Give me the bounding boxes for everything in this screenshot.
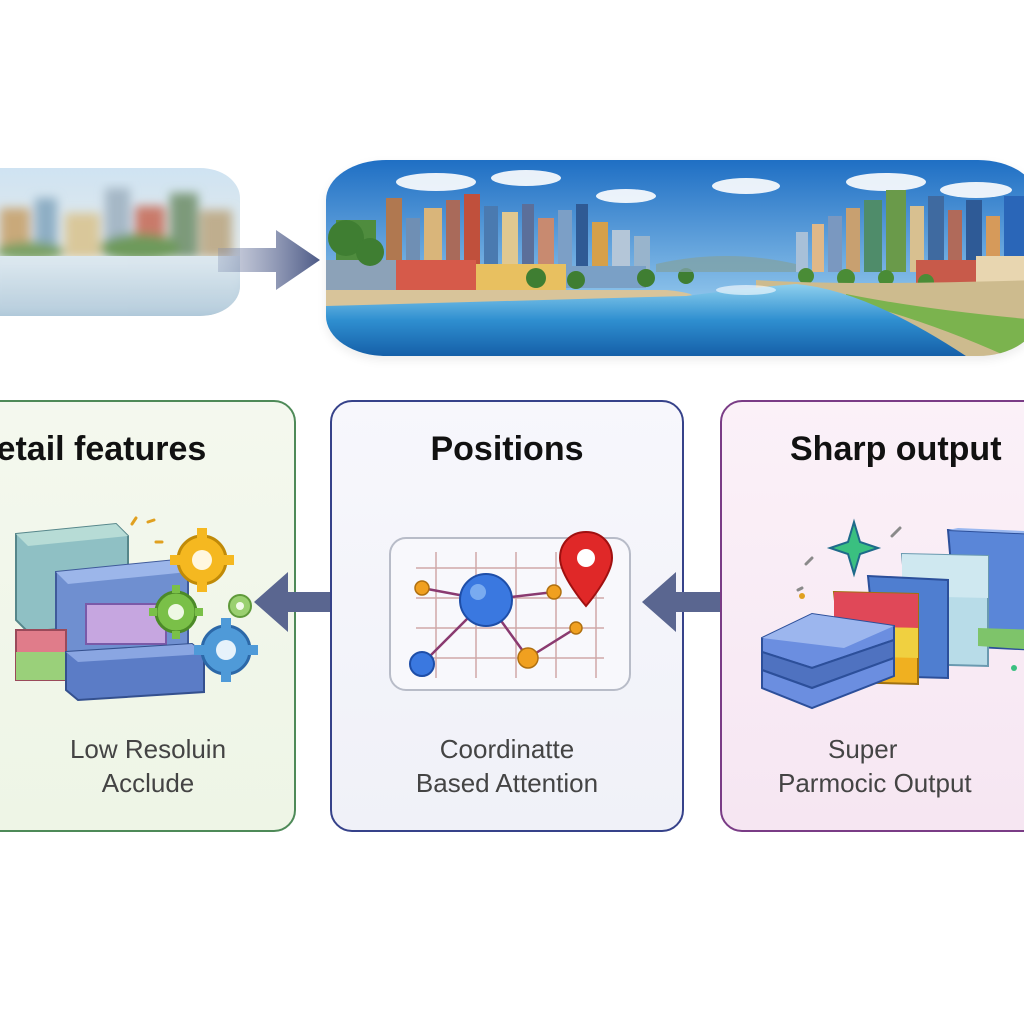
card-title: Positions [430, 430, 584, 468]
card-description-line1: Coordinatte [439, 734, 575, 764]
stacked-layers-sparkle-icon [752, 518, 1024, 718]
low-resolution-panorama [0, 168, 240, 316]
detail-features-card: Detail features [0, 400, 296, 832]
high-resolution-panorama [326, 160, 1024, 356]
card-title: Detail features [0, 430, 207, 468]
coordinate-grid-map-pin-icon [386, 528, 636, 698]
card-description: Low Resoluin Acclude [2, 732, 294, 800]
card-description-line2: Parmocic Output [778, 768, 972, 798]
right-arrow-top [218, 228, 322, 297]
positions-card: Positions [330, 400, 684, 832]
card-description-line1: Super [828, 734, 898, 764]
stacked-blocks-gears-icon [0, 512, 266, 702]
sharp-output-card: Sharp output [720, 400, 1024, 832]
card-description: Coordinatte Based Attention [332, 732, 682, 800]
card-description-line1: Low Resoluin [69, 734, 227, 764]
card-title: Sharp output [790, 430, 1002, 468]
card-description-line2: Acclude [101, 768, 195, 798]
card-description-line2: Based Attention [415, 768, 599, 798]
card-description: Super Parmocic Output [722, 732, 1024, 800]
